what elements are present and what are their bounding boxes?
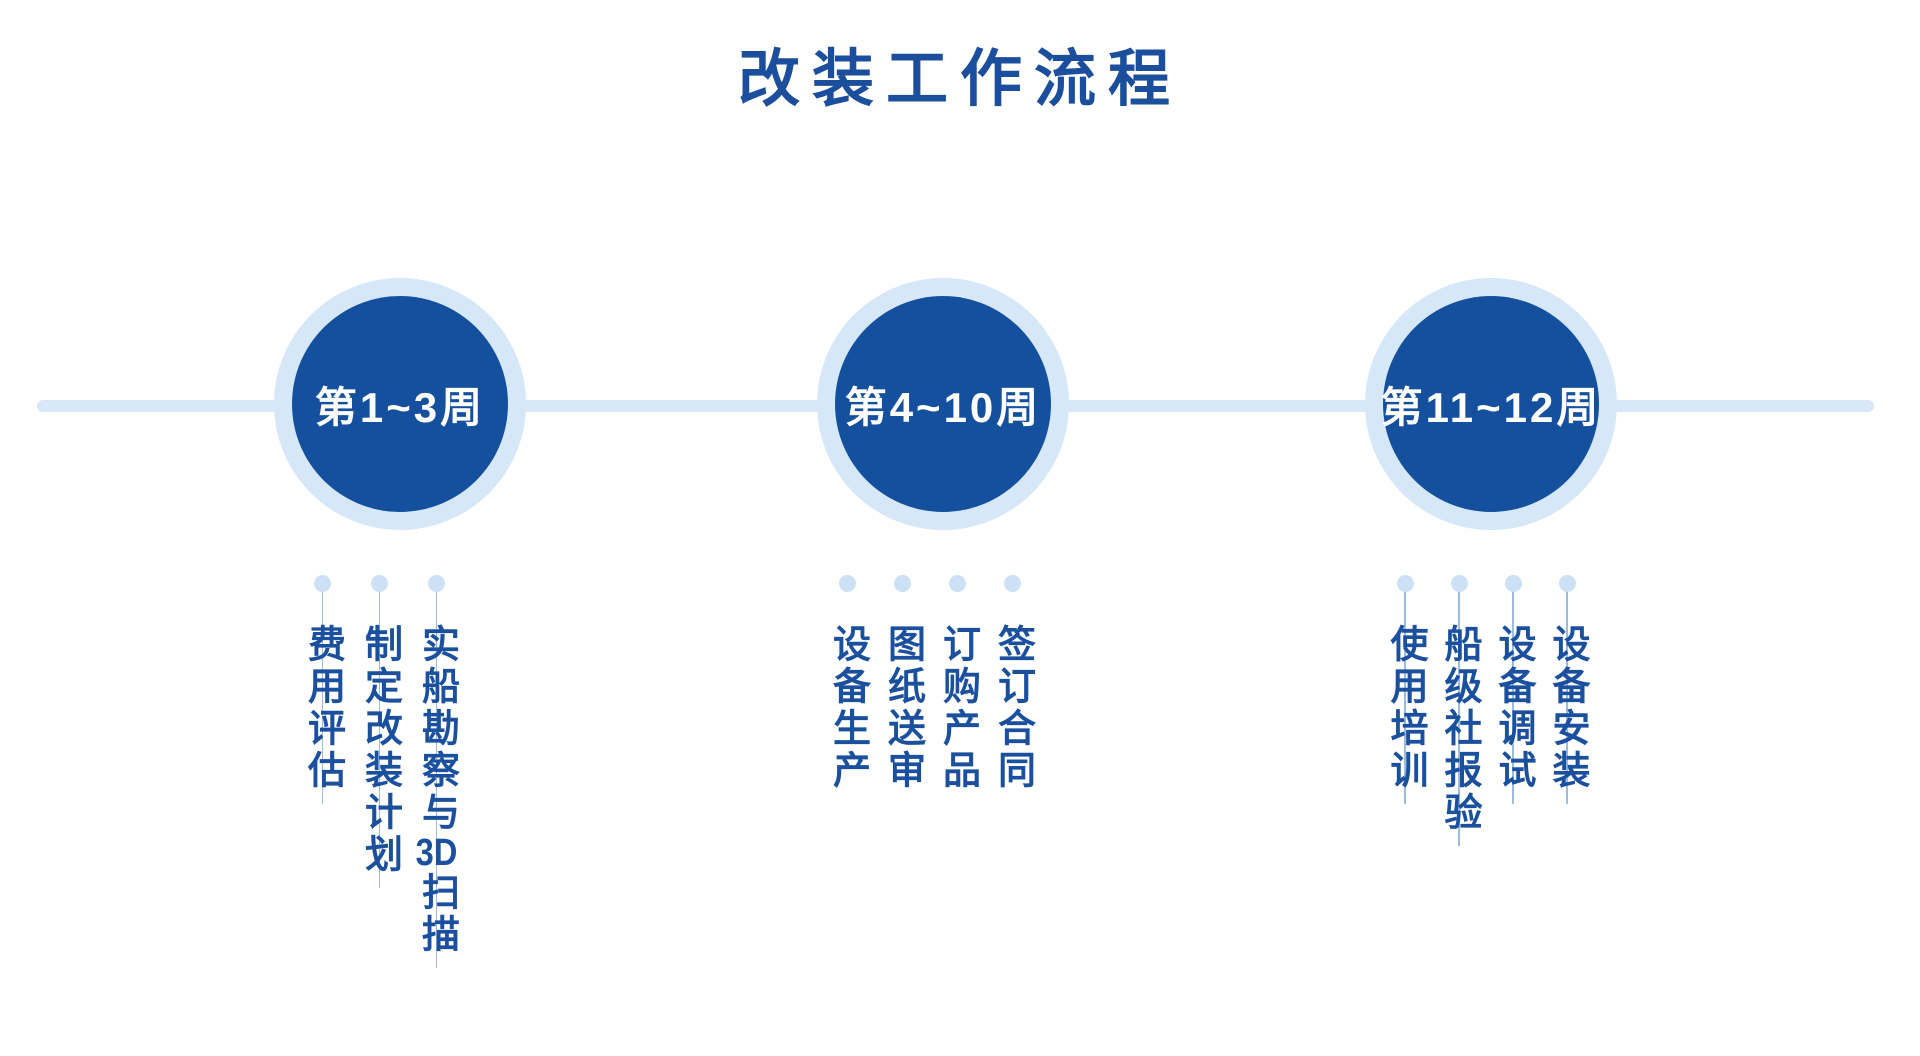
step-text: 设备安装: [1546, 624, 1588, 792]
step-column: 设备调试: [1486, 575, 1540, 804]
step-dot: [1396, 575, 1414, 592]
step-text: 使用培训: [1384, 624, 1426, 792]
steps-group-week-4-10: 签订合同 订购产品 图纸送审 设备生产: [820, 575, 1040, 792]
steps-group-week-1-3: 实船勘察与3D扫描 制定改装计划 费用评估: [294, 575, 465, 968]
step-column: 船级社报验: [1432, 575, 1486, 846]
milestone-label: 第1~3周: [314, 383, 486, 431]
milestone-label: 第4~10周: [844, 383, 1042, 431]
step-column: 实船勘察与3D扫描: [408, 575, 465, 968]
step-text: 签订合同: [991, 624, 1034, 792]
step-dot: [314, 575, 331, 592]
step-connector-line: [1512, 583, 1514, 804]
step-connector-line: [378, 583, 380, 888]
steps-group-week-11-12: 设备安装 设备调试 船级社报验 使用培训: [1378, 575, 1594, 846]
step-dot: [428, 575, 445, 592]
step-text: 实船勘察与3D扫描: [415, 624, 458, 956]
step-connector-line: [435, 583, 437, 968]
milestone-label: 第11~12周: [1380, 383, 1602, 431]
milestone-inner-circle: 第1~3周: [292, 296, 508, 512]
step-dot: [371, 575, 388, 592]
milestone-circle-week-1-3: 第1~3周: [274, 278, 526, 530]
step-text: 设备生产: [826, 624, 869, 792]
step-connector-line: [1458, 583, 1460, 846]
step-dot: [894, 575, 911, 592]
step-column: 设备安装: [1540, 575, 1594, 804]
step-column: 图纸送审: [875, 575, 930, 792]
milestone-circle-week-11-12: 第11~12周: [1365, 278, 1617, 530]
step-dot: [1004, 575, 1021, 592]
step-column: 制定改装计划: [351, 575, 408, 888]
step-connector-line: [1404, 583, 1406, 804]
step-connector-line: [1566, 583, 1568, 804]
step-column: 签订合同: [985, 575, 1040, 792]
step-dot: [1504, 575, 1522, 592]
step-dot: [949, 575, 966, 592]
step-text: 设备调试: [1492, 624, 1534, 792]
step-column: 费用评估: [294, 575, 351, 804]
milestone-inner-circle: 第4~10周: [835, 296, 1051, 512]
milestone-inner-circle: 第11~12周: [1380, 296, 1602, 512]
step-column: 使用培训: [1378, 575, 1432, 804]
step-connector-line: [321, 583, 323, 804]
step-column: 设备生产: [820, 575, 875, 792]
step-text: 费用评估: [301, 624, 344, 792]
page-title: 改装工作流程: [737, 45, 1182, 114]
step-column: 订购产品: [930, 575, 985, 792]
step-text: 订购产品: [936, 624, 979, 792]
step-text: 图纸送审: [881, 624, 924, 792]
step-dot: [1450, 575, 1468, 592]
step-dot: [839, 575, 856, 592]
step-text: 船级社报验: [1438, 624, 1480, 834]
step-dot: [1558, 575, 1576, 592]
milestone-circle-week-4-10: 第4~10周: [817, 278, 1069, 530]
step-text: 制定改装计划: [358, 624, 401, 876]
